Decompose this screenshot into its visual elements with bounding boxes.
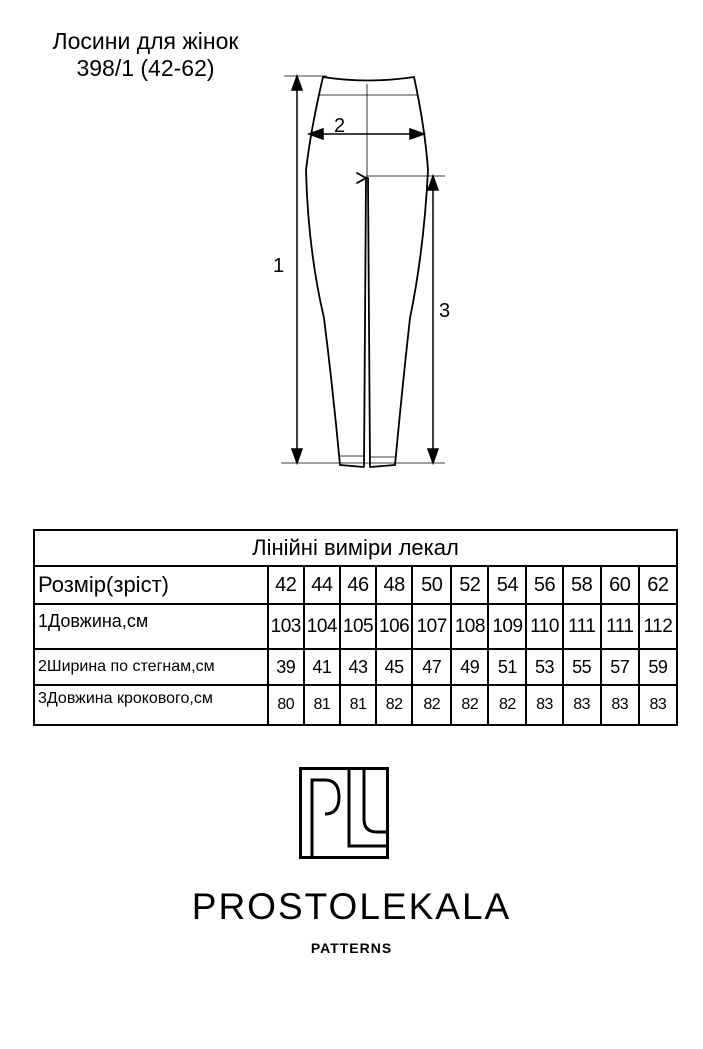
hip-width-arrow-right [409, 127, 427, 141]
size-cell: 42 [266, 565, 305, 605]
inseam-cell: 82 [487, 684, 528, 726]
inseam-cell: 80 [266, 684, 305, 726]
hip-width-cell: 47 [411, 648, 453, 686]
table-row-hip-width: 2Ширина по стегнам,см 39 41 43 45 47 49 … [33, 648, 679, 686]
inseam-cell: 82 [450, 684, 490, 726]
table-row-length: 1Довжина,см 103 104 105 106 107 108 109 … [33, 603, 679, 650]
title-product-name: Лосини для жінок [52, 28, 239, 54]
length-cell: 111 [561, 603, 602, 650]
hip-width-cell: 41 [302, 648, 341, 686]
logo-letter-u [362, 769, 387, 834]
length-cell: 105 [338, 603, 378, 650]
brand-logo-mark [299, 767, 389, 859]
dimension-label-length: 1 [273, 255, 285, 277]
length-arrow-bottom [290, 448, 304, 466]
hip-width-cell: 39 [266, 648, 305, 686]
size-cell: 56 [525, 565, 564, 605]
length-cell: 110 [525, 603, 564, 650]
size-cell: 48 [375, 565, 414, 605]
length-cell: 107 [411, 603, 453, 650]
document-title: Лосини для жінок 398/1 (42-62) [18, 28, 273, 82]
dimension-label-hip-width: 2 [334, 115, 346, 137]
inseam-cell: 83 [525, 684, 564, 726]
hip-width-cell: 45 [375, 648, 414, 686]
size-cell: 46 [338, 565, 378, 605]
crotch-seam [356, 172, 367, 184]
hip-width-cell: 59 [637, 648, 679, 686]
table-row-size: Розмір(зріст) 42 44 46 48 50 52 54 56 58… [33, 565, 679, 605]
inseam-cell: 81 [338, 684, 378, 726]
length-cell: 103 [266, 603, 305, 650]
inseam-arrow-bottom [426, 448, 440, 466]
length-cell: 108 [450, 603, 490, 650]
inseam-arrow-top [426, 173, 440, 191]
table-title: Лінійні виміри лекал [33, 529, 678, 567]
row-label-inseam: 3Довжина крокового,см [33, 684, 269, 726]
length-cell: 106 [375, 603, 414, 650]
length-cell: 112 [637, 603, 679, 650]
logo-letter-p [310, 778, 341, 857]
size-cell: 44 [302, 565, 341, 605]
leggings-technical-drawing [281, 73, 445, 468]
logo-frame [299, 767, 389, 859]
hip-width-cell: 43 [338, 648, 378, 686]
size-cell: 50 [411, 565, 453, 605]
brand-subtitle: PATTERNS [310, 940, 393, 956]
inseam-cell: 83 [561, 684, 602, 726]
inseam-cell: 83 [599, 684, 640, 726]
row-label-size: Розмір(зріст) [33, 565, 269, 605]
length-cell: 104 [302, 603, 341, 650]
size-cell: 52 [450, 565, 490, 605]
size-cell: 60 [599, 565, 640, 605]
leggings-outline [305, 76, 429, 468]
table-header-row: Лінійні виміри лекал [33, 529, 678, 567]
size-cell: 54 [487, 565, 528, 605]
hip-width-cell: 51 [487, 648, 528, 686]
inseam-cell: 81 [302, 684, 341, 726]
size-cell: 62 [637, 565, 679, 605]
length-arrow-top [290, 73, 304, 91]
length-cell: 111 [599, 603, 640, 650]
hip-width-cell: 53 [525, 648, 564, 686]
length-cell: 109 [487, 603, 528, 650]
brand-name: PROSTOLEKALA [191, 886, 512, 927]
inseam-cell: 83 [637, 684, 679, 726]
row-label-hip-width: 2Ширина по стегнам,см [33, 648, 269, 686]
hip-width-cell: 57 [599, 648, 640, 686]
measurements-table: Лінійні виміри лекал Розмір(зріст) 42 44… [33, 529, 679, 726]
logo-letter-l [347, 769, 387, 848]
inseam-cell: 82 [375, 684, 414, 726]
title-model-number: 398/1 (42-62) [76, 55, 215, 81]
hip-width-cell: 55 [561, 648, 602, 686]
row-label-length: 1Довжина,см [33, 603, 269, 650]
hip-width-cell: 49 [450, 648, 490, 686]
table-row-inseam: 3Довжина крокового,см 80 81 81 82 82 82 … [33, 684, 679, 726]
inseam-cell: 82 [411, 684, 453, 726]
dimension-label-inseam: 3 [439, 300, 451, 322]
size-cell: 58 [561, 565, 602, 605]
hip-width-arrow-left [306, 127, 324, 141]
